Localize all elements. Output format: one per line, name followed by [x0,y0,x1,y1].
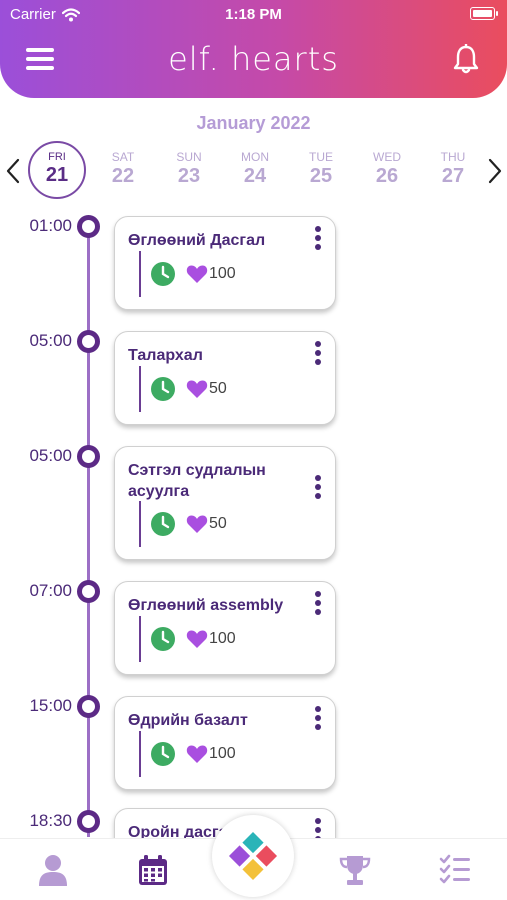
chevron-right-icon[interactable] [486,158,504,184]
event-title: Оройн дасгал [128,824,238,841]
clock-icon [151,742,175,766]
carrier: Carrier [10,6,80,23]
app-logo: elf. hearts [168,40,339,78]
day-number: 22 [111,165,135,187]
clock-icon [151,262,175,286]
day-of-week: THU [440,150,466,164]
day-number: 21 [45,164,69,186]
menu-button[interactable] [26,48,56,72]
timeline-dot [77,215,100,238]
day-number: 25 [309,165,333,187]
clock-icon [151,377,175,401]
more-options-icon[interactable] [313,706,323,732]
app-header: Carrier 1:18 PM elf. hearts [0,0,507,98]
more-options-icon[interactable] [313,226,323,252]
day-of-week: SAT [111,150,135,164]
timeline-dot [77,810,100,833]
day-of-week: MON [241,150,269,164]
day-of-week: FRI [48,151,66,163]
status-bar: Carrier 1:18 PM [0,0,507,30]
heart-icon [186,630,208,648]
day-number: 23 [177,165,201,187]
timeline-dot [77,445,100,468]
timeline-line [87,225,90,837]
event-time: 05:00 [29,446,72,465]
clock-icon [151,512,175,536]
timeline-dot [77,695,100,718]
event-card[interactable]: Өдрийн базалт 100 [114,696,336,790]
event-card[interactable]: Сэтгэл судлалын асуулга 50 [114,446,336,560]
timeline-dot [77,580,100,603]
day-sat-22[interactable]: SAT 22 [95,150,151,188]
more-options-icon[interactable] [313,475,323,501]
points-value: 100 [209,745,236,762]
heart-icon [186,265,208,283]
day-of-week: TUE [309,150,333,164]
card-divider [139,731,141,777]
points-value: 50 [209,515,227,532]
event-title: Талархал [128,347,203,364]
day-number: 24 [243,165,267,187]
event-time: 07:00 [29,581,72,600]
battery-icon [470,7,498,20]
day-fri-21[interactable]: FRI 21 [28,141,86,199]
home-logo-button[interactable] [212,815,294,897]
event-time: 01:00 [29,216,72,235]
event-card[interactable]: Өглөөний Дасгал 100 [114,216,336,310]
heart-icon [186,380,208,398]
card-divider [139,501,141,547]
trophy-icon[interactable] [338,853,372,887]
chevron-left-icon[interactable] [4,158,22,184]
day-of-week: WED [373,150,401,164]
card-divider [139,251,141,297]
event-card[interactable]: Талархал 50 [114,331,336,425]
points-value: 100 [209,265,236,282]
day-tue-25[interactable]: TUE 25 [293,150,349,188]
event-title: Өглөөний assembly [128,597,284,614]
month-label: January 2022 [196,113,311,133]
heart-icon [186,745,208,763]
timeline-dot [77,330,100,353]
wifi-icon [61,7,80,21]
points-value: 50 [209,380,227,397]
event-card[interactable]: Өглөөний assembly 100 [114,581,336,675]
card-divider [139,366,141,412]
clock-icon [151,627,175,651]
day-sun-23[interactable]: SUN 23 [161,150,217,188]
status-time: 1:18 PM [225,6,282,23]
event-time: 18:30 [29,811,72,830]
bell-icon[interactable] [451,44,481,76]
day-wed-26[interactable]: WED 26 [359,150,415,188]
points-value: 100 [209,630,236,647]
event-time: 15:00 [29,696,72,715]
heart-icon [186,515,208,533]
event-title: Сэтгэл судлалын асуулга [128,462,266,500]
more-options-icon[interactable] [313,591,323,617]
day-of-week: SUN [176,150,202,164]
home-logo-icon [228,831,278,881]
day-number: 27 [441,165,465,187]
checklist-icon[interactable] [438,853,472,887]
event-title: Өглөөний Дасгал [128,232,266,249]
card-divider [139,616,141,662]
event-title: Өдрийн базалт [128,712,248,729]
day-number: 26 [375,165,399,187]
profile-icon[interactable] [36,853,70,887]
event-time: 05:00 [29,331,72,350]
more-options-icon[interactable] [313,341,323,367]
calendar-icon[interactable] [136,853,170,887]
carrier-label: Carrier [10,6,56,23]
day-thu-27[interactable]: THU 27 [425,150,481,188]
day-mon-24[interactable]: MON 24 [227,150,283,188]
